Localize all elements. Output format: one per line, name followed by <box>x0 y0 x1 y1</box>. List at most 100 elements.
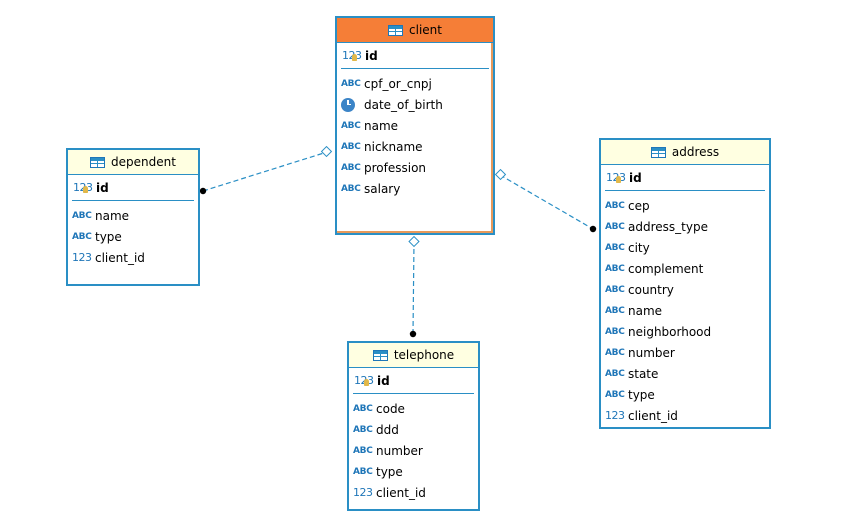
column-name: client_id <box>95 250 145 265</box>
column-name: client_id <box>376 485 426 500</box>
entity-title: dependent <box>111 155 176 169</box>
text-type-icon: ABC <box>353 403 373 414</box>
text-type-icon: ABC <box>353 424 373 435</box>
text-type-icon: ABC <box>605 242 625 253</box>
entity-header[interactable]: client <box>337 18 493 43</box>
column-name: id <box>629 170 642 185</box>
text-type-icon: ABC <box>605 347 625 358</box>
column-name: id <box>365 48 378 63</box>
text-type-icon: ABC <box>605 305 625 316</box>
column-name: country <box>628 282 674 297</box>
primary-key-row[interactable]: 123 id <box>353 368 474 394</box>
entity-address[interactable]: address 123 id ABCcepABCaddress_typeABCc… <box>599 138 771 429</box>
text-type-icon: ABC <box>353 466 373 477</box>
table-icon <box>372 349 388 361</box>
text-type-icon: ABC <box>605 284 625 295</box>
text-type-icon: ABC <box>341 141 361 152</box>
link-address-client-pk-end <box>494 168 507 181</box>
column-name: type <box>628 387 655 402</box>
text-type-icon: ABC <box>341 120 361 131</box>
numeric-type-icon: 123 <box>353 486 373 499</box>
column-name: name <box>95 208 130 223</box>
column-name: cep <box>628 198 650 213</box>
column-name: name <box>628 303 663 318</box>
entity-dependent[interactable]: dependent 123 id ABCnameABCtype123client… <box>66 148 200 286</box>
numeric-key-icon: 123 <box>354 374 374 387</box>
primary-key-row[interactable]: 123 id <box>72 175 194 201</box>
table-icon <box>388 24 404 36</box>
entity-header[interactable]: address <box>601 140 769 165</box>
table-icon <box>650 146 666 158</box>
clock-icon <box>341 97 355 112</box>
numeric-type-icon: 123 <box>72 251 92 264</box>
entity-title: client <box>409 23 442 37</box>
column-name: nickname <box>364 139 423 154</box>
column-name: state <box>628 366 659 381</box>
text-type-icon: ABC <box>341 162 361 173</box>
column-name: city <box>628 240 650 255</box>
column-name: code <box>376 401 405 416</box>
column-name: id <box>377 373 390 388</box>
primary-key-row[interactable]: 123 id <box>605 165 765 191</box>
entity-client[interactable]: client 123 id ABCcpf_or_cnpjdate_of_birt… <box>335 16 495 235</box>
link-telephone-client[interactable] <box>412 240 415 335</box>
entity-header[interactable]: telephone <box>349 343 478 368</box>
column-name: cpf_or_cnpj <box>364 76 432 91</box>
column-name: date_of_birth <box>364 97 443 112</box>
text-type-icon: ABC <box>605 389 625 400</box>
column-name: address_type <box>628 219 708 234</box>
primary-key-row[interactable]: 123 id <box>341 43 489 69</box>
link-dependent-client[interactable] <box>202 151 328 192</box>
column-name: profession <box>364 160 427 175</box>
link-telephone-client-fk-end <box>409 330 417 338</box>
text-type-icon: ABC <box>605 221 625 232</box>
text-type-icon: ABC <box>605 368 625 379</box>
link-address-client[interactable] <box>499 174 594 230</box>
entity-header[interactable]: dependent <box>68 150 198 175</box>
text-type-icon: ABC <box>605 200 625 211</box>
column-name: complement <box>628 261 704 276</box>
column-row[interactable]: date_of_birth <box>341 94 493 115</box>
numeric-key-icon: 123 <box>73 181 93 194</box>
column-name: client_id <box>628 408 678 423</box>
column-name: id <box>96 180 109 195</box>
entity-telephone[interactable]: telephone 123 id ABCcodeABCdddABCnumberA… <box>347 341 480 511</box>
column-name: name <box>364 118 399 133</box>
text-type-icon: ABC <box>341 183 361 194</box>
text-type-icon: ABC <box>605 263 625 274</box>
entity-title: address <box>671 145 720 159</box>
numeric-key-icon: 123 <box>342 49 362 62</box>
text-type-icon: ABC <box>72 210 92 221</box>
column-name: type <box>376 464 403 479</box>
column-name: ddd <box>376 422 399 437</box>
column-name: salary <box>364 181 401 196</box>
